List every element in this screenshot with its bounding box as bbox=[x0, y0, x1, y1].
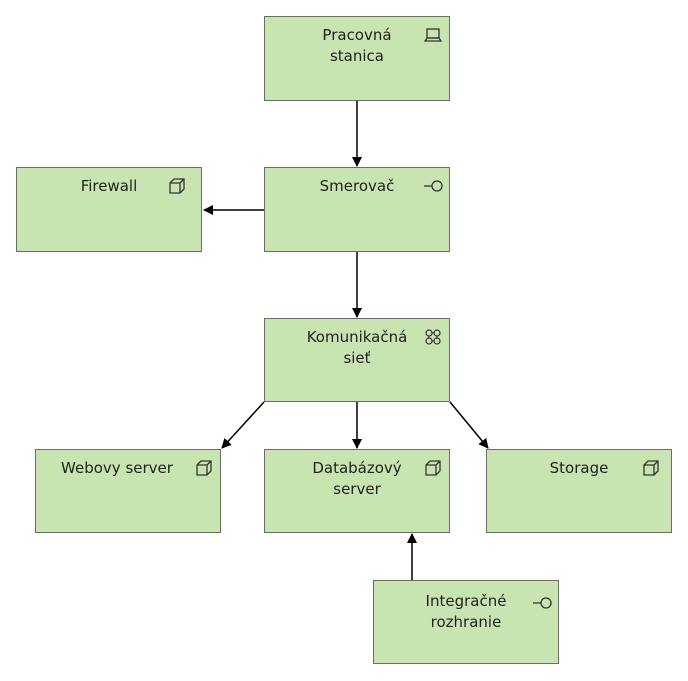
node-storage[interactable]: Storage bbox=[486, 449, 672, 533]
node-firewall-label: Firewall bbox=[80, 177, 138, 195]
device-icon bbox=[423, 25, 443, 45]
network-icon bbox=[423, 327, 443, 347]
node-storage-label: Storage bbox=[549, 459, 609, 477]
node-router-label: Smerovač bbox=[319, 177, 395, 195]
interface-icon bbox=[532, 593, 552, 613]
node-router[interactable]: Smerovač bbox=[264, 167, 450, 252]
node-network[interactable]: Komunikačná sieť bbox=[264, 318, 450, 402]
edge-network-storage bbox=[449, 401, 489, 449]
node-icon bbox=[641, 458, 661, 478]
node-workstation[interactable]: Pracovná stanica bbox=[264, 16, 450, 101]
node-integration-label: Integračné rozhranie bbox=[425, 592, 507, 631]
node-integration[interactable]: Integračné rozhranie bbox=[373, 580, 559, 664]
interface-icon bbox=[423, 176, 443, 196]
node-firewall[interactable]: Firewall bbox=[16, 167, 202, 252]
node-web-server-label: Webovy server bbox=[61, 459, 173, 477]
node-db-server-label: Databázový server bbox=[312, 459, 402, 498]
edge-network-web-server bbox=[221, 401, 265, 449]
node-icon bbox=[167, 176, 187, 196]
node-db-server[interactable]: Databázový server bbox=[264, 449, 450, 533]
node-web-server[interactable]: Webovy server bbox=[35, 449, 221, 533]
node-workstation-label: Pracovná stanica bbox=[322, 26, 392, 65]
node-icon bbox=[423, 458, 443, 478]
node-icon bbox=[194, 458, 214, 478]
node-network-label: Komunikačná sieť bbox=[306, 328, 408, 367]
